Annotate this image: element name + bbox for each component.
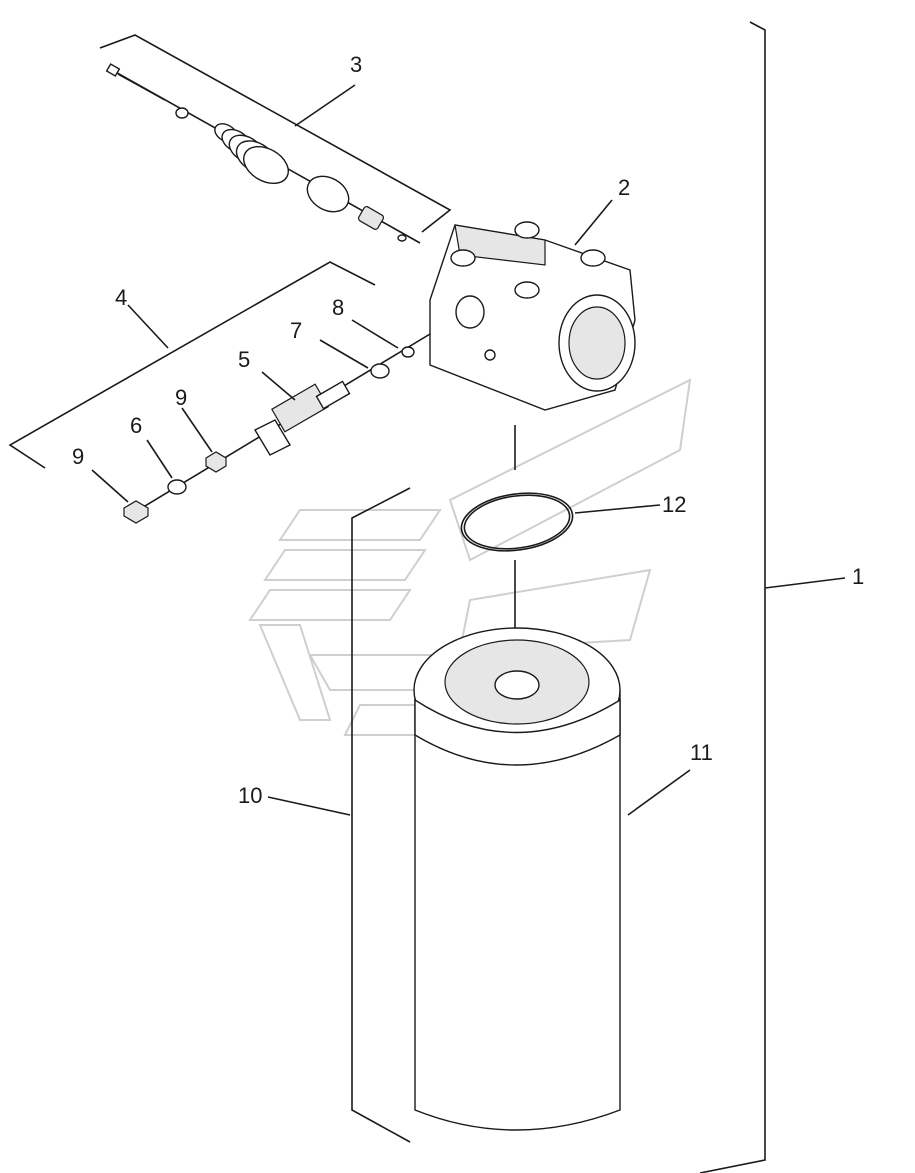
- callout-6: 6: [130, 413, 142, 438]
- spring: [214, 123, 289, 185]
- callout-10: 10: [238, 783, 262, 808]
- assembly-3-parts: [105, 63, 407, 242]
- callout-8: 8: [332, 295, 344, 320]
- filter-cartridge: [413, 627, 621, 1131]
- pressure-switch: [254, 380, 351, 456]
- callout-11: 11: [690, 740, 713, 765]
- assembly-4-parts: [123, 346, 415, 524]
- callout-12: 12: [662, 492, 686, 517]
- callout-4: 4: [115, 285, 127, 310]
- callout-9-upper: 9: [175, 385, 187, 410]
- callout-3: 3: [350, 52, 362, 77]
- callout-1: 1: [852, 564, 864, 589]
- filter-head: [429, 221, 636, 411]
- bracket-4: [8, 261, 376, 469]
- leader-lines: [91, 199, 691, 816]
- callout-2: 2: [618, 175, 630, 200]
- bracket-10: [267, 487, 411, 1143]
- o-ring: [460, 492, 574, 552]
- bracket-3: [99, 34, 452, 233]
- bracket-1: [699, 21, 846, 1173]
- callout-7: 7: [290, 318, 302, 343]
- callout-9-lower: 9: [72, 444, 84, 469]
- callout-5: 5: [238, 347, 250, 372]
